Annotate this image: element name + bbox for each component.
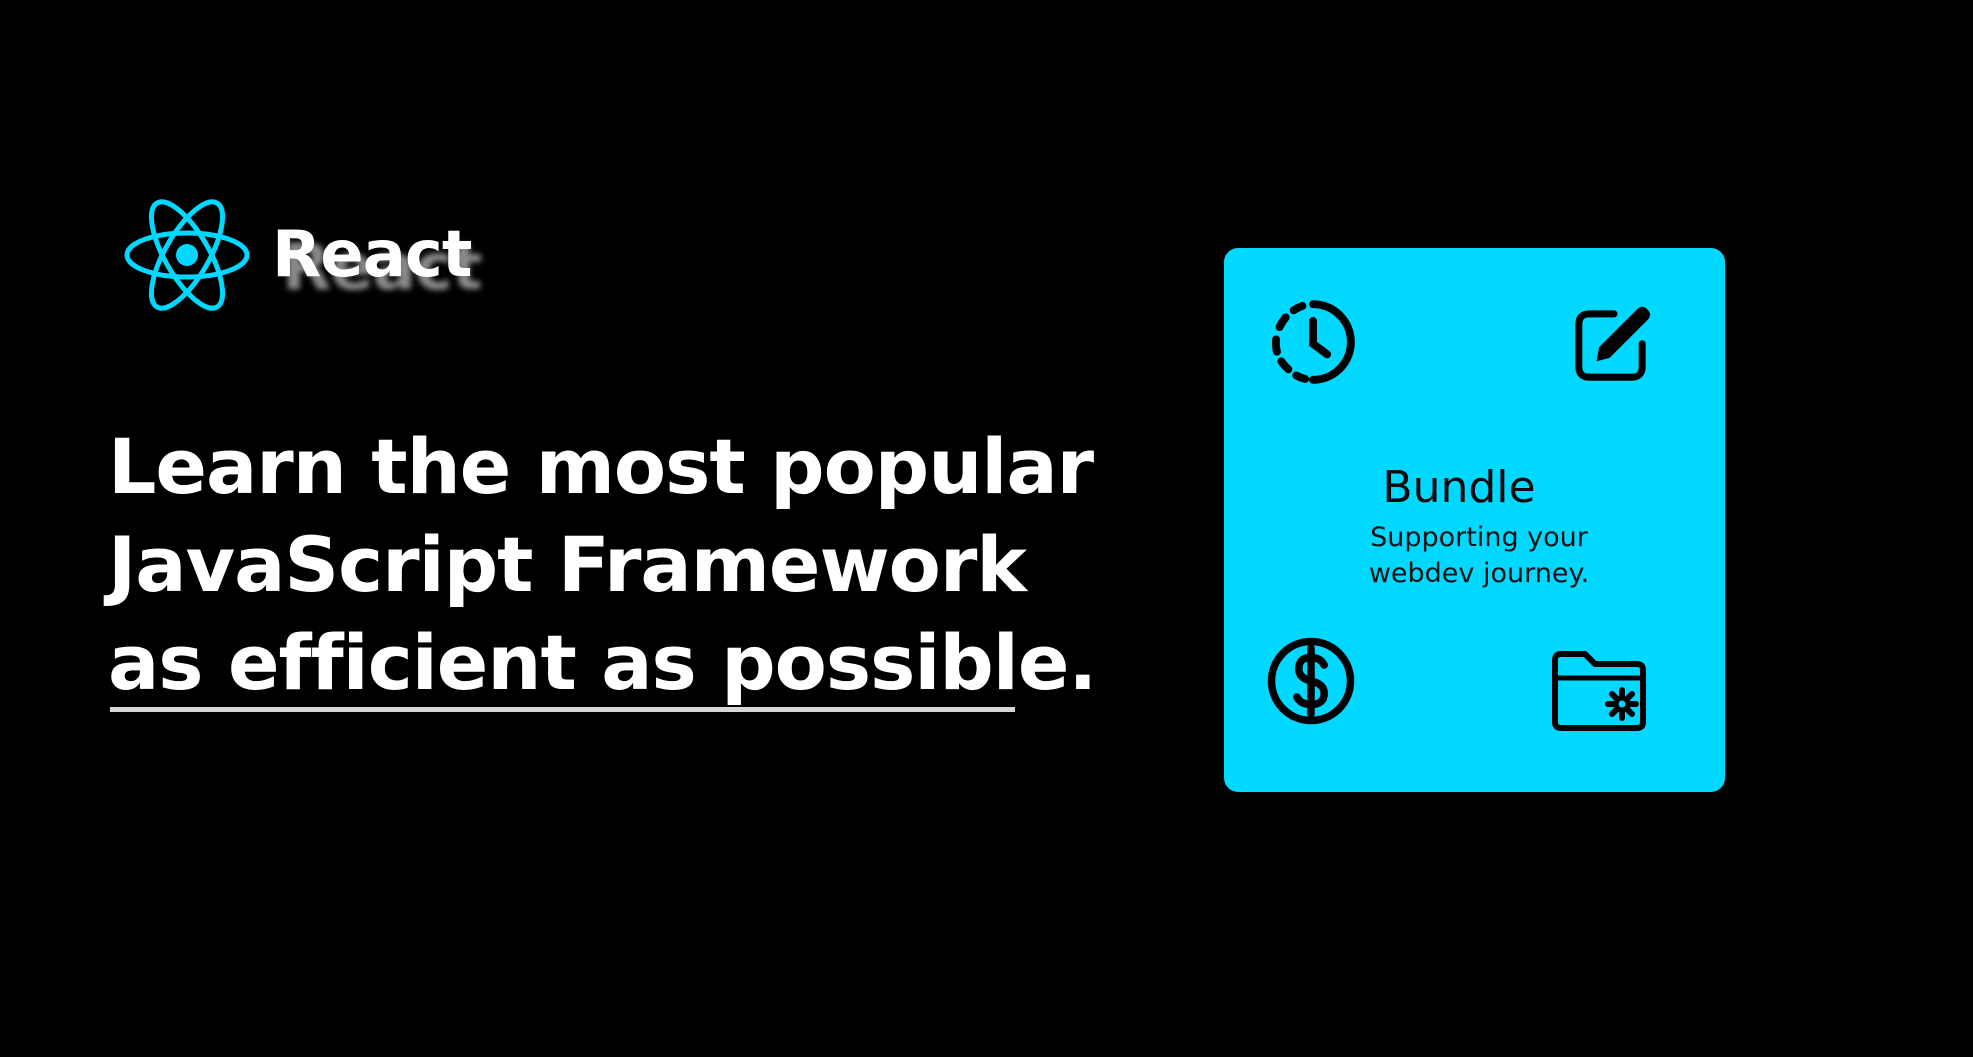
edit-pencil-icon (1575, 306, 1651, 381)
headline-line-1: Learn the most popular (108, 422, 1094, 511)
bundle-subtitle-line-1: Supporting your (1370, 522, 1588, 553)
headline-line-2: JavaScript Framework (108, 520, 1027, 609)
brand-name: React React (272, 223, 482, 300)
bundle-subtitle: Supporting your webdev journey. (1344, 520, 1614, 592)
brand-name-shadow: React (282, 231, 482, 305)
headline-underline (110, 707, 1015, 712)
bundle-card: Bundle Supporting your webdev journey. (1224, 248, 1725, 792)
react-atom-icon (124, 199, 250, 311)
bundle-subtitle-line-2: webdev journey. (1368, 558, 1590, 589)
brand-name-text: React (272, 218, 472, 292)
bundle-title: Bundle (1382, 462, 1536, 513)
dollar-coin-icon (1267, 637, 1355, 725)
clock-dashed-icon (1271, 300, 1355, 384)
folder-settings-icon (1552, 651, 1646, 731)
headline-line-3: as efficient as possible. (108, 618, 1097, 707)
headline: Learn the most popular JavaScript Framew… (108, 418, 1097, 712)
brand: React React (122, 190, 482, 320)
